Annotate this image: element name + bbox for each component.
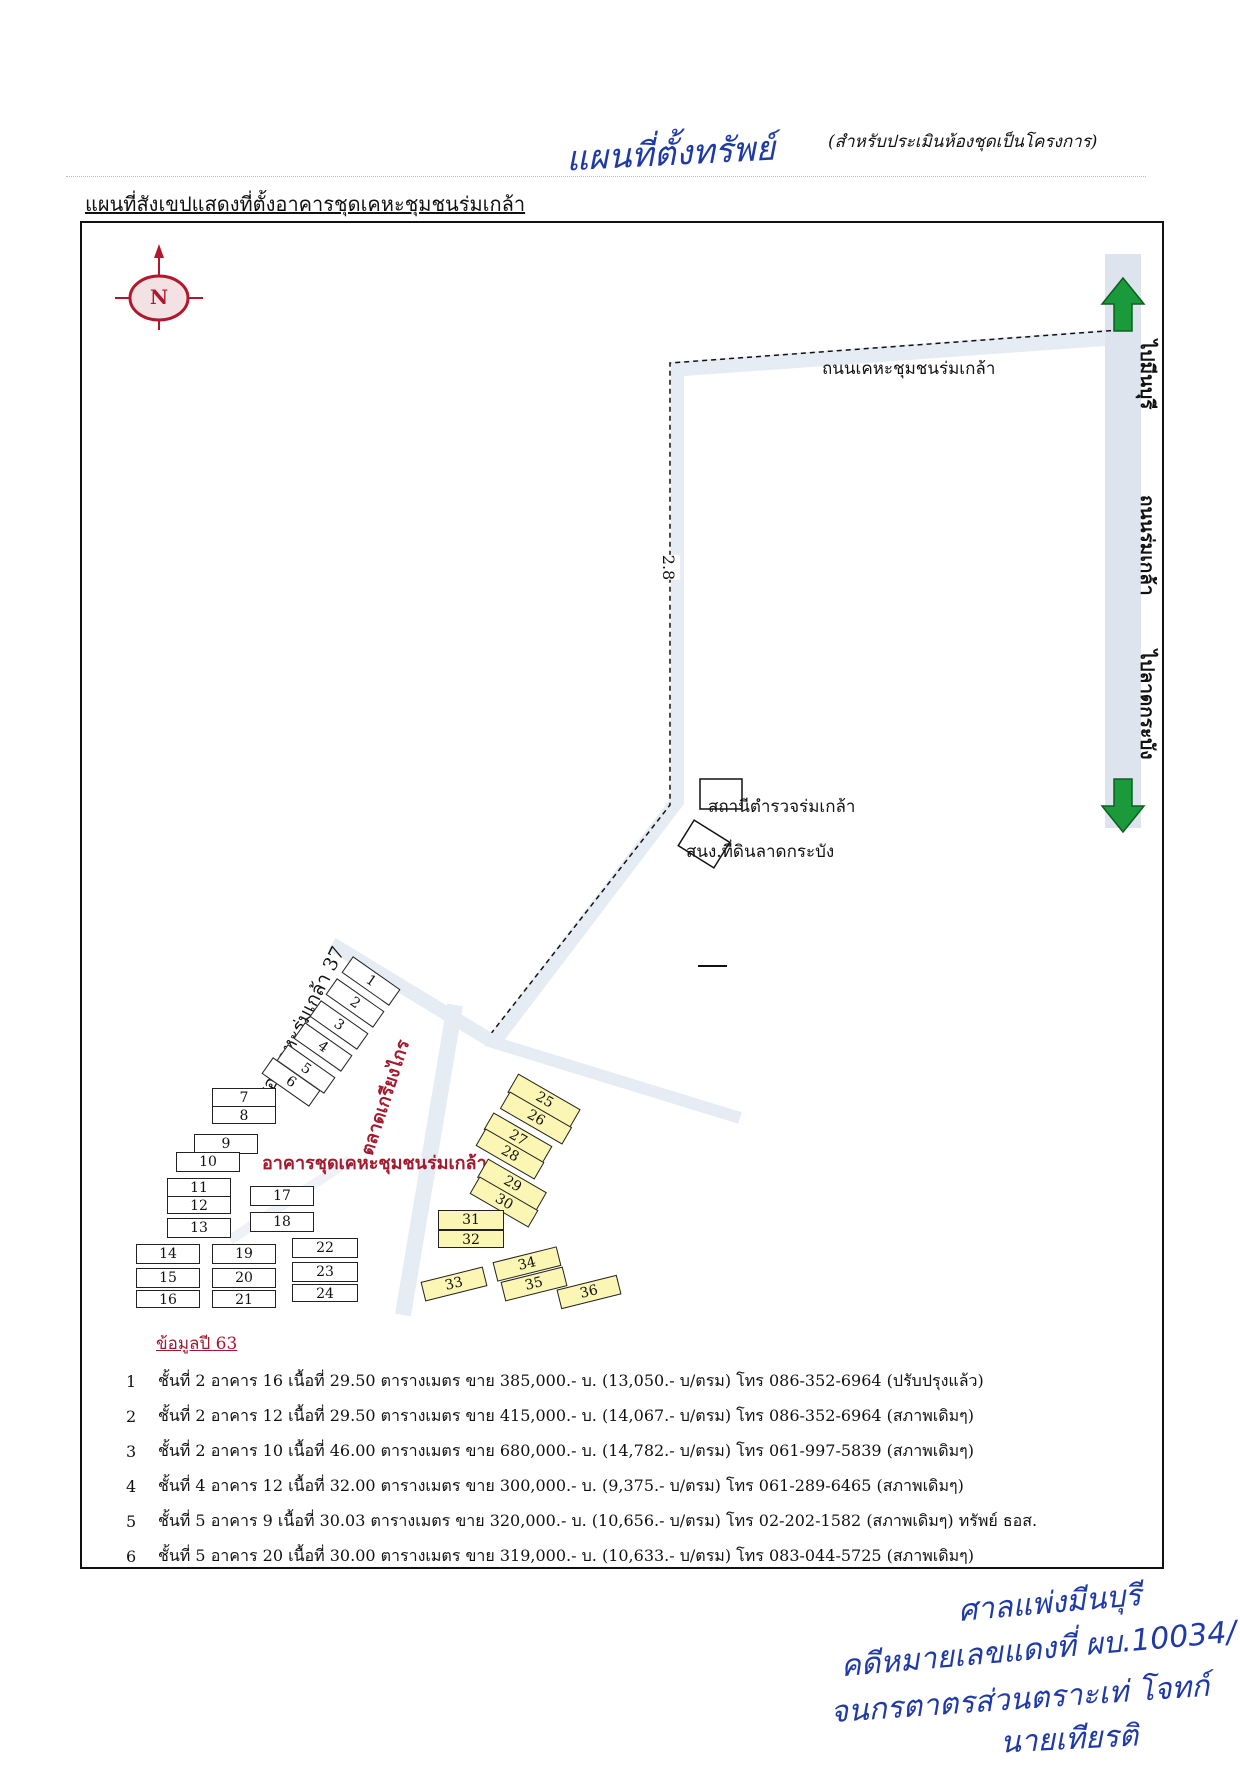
compass-letter: N (149, 285, 169, 309)
listing-number: 1 (126, 1372, 137, 1391)
building-8: 8 (212, 1106, 276, 1124)
building-10: 10 (176, 1152, 240, 1172)
building-7: 7 (212, 1088, 276, 1108)
building-32: 32 (438, 1230, 504, 1248)
listing-text: ชั้นที่ 2 อาคาร 10 เนื้อที่ 46.00 ตารางเ… (158, 1441, 974, 1460)
building-23: 23 (292, 1262, 358, 1282)
compass-icon (115, 244, 203, 330)
listing-number: 3 (126, 1442, 137, 1461)
land-office-label: สนง.ที่ดินลาดกระบัง (686, 842, 835, 862)
listing-text: ชั้นที่ 5 อาคาร 20 เนื้อที่ 30.00 ตารางเ… (158, 1546, 974, 1565)
to-minburi-label: ไปมีนบุรี (1136, 340, 1158, 410)
building-16: 16 (136, 1290, 200, 1308)
header-rule (66, 176, 1146, 177)
listing-row: 3 ชั้นที่ 2 อาคาร 10 เนื้อที่ 46.00 ตาราง… (126, 1434, 1146, 1469)
building-19: 19 (212, 1244, 276, 1264)
building-13: 13 (167, 1218, 231, 1238)
building-18: 18 (250, 1212, 314, 1232)
handwritten-note-4: นายเทียรติ (999, 1718, 1139, 1761)
to-lat-krabang-label: ไปลาดกระบัง (1136, 650, 1158, 760)
project-label: อาคารชุดเคหะชุมชนร่มเกล้า (262, 1153, 487, 1174)
listing-row: 4 ชั้นที่ 4 อาคาร 12 เนื้อที่ 32.00 ตาราง… (126, 1469, 1146, 1504)
community-road-label: ถนนเคหะชุมชนร่มเกล้า (822, 359, 996, 379)
subtitle: (สำหรับประเมินห้องชุดเป็นโครงการ) (828, 132, 1098, 152)
building-20: 20 (212, 1268, 276, 1288)
listing-text: ชั้นที่ 4 อาคาร 12 เนื้อที่ 32.00 ตารางเ… (158, 1476, 964, 1495)
listing-text: ชั้นที่ 5 อาคาร 9 เนื้อที่ 30.03 ตารางเม… (158, 1511, 1038, 1530)
building-22: 22 (292, 1238, 358, 1258)
main-road (1105, 254, 1141, 828)
building-17: 17 (250, 1186, 314, 1206)
listings-table: 1 ชั้นที่ 2 อาคาร 16 เนื้อที่ 29.50 ตาราง… (126, 1364, 1146, 1574)
map-title: แผนที่สังเขปแสดงที่ตั้งอาคารชุดเคหะชุมชน… (85, 192, 526, 216)
arrow-down-icon (1100, 778, 1146, 834)
community-road (486, 330, 1105, 1046)
main-road-label: ถนนร่มเกล้า (1136, 495, 1158, 596)
building-15: 15 (136, 1268, 200, 1288)
building-14: 14 (136, 1244, 200, 1264)
police-station-label: สถานีตำรวจร่มเกล้า (708, 797, 856, 817)
map-frame (80, 221, 1164, 1569)
listing-number: 6 (126, 1547, 137, 1566)
building-9: 9 (194, 1134, 258, 1154)
building-11: 11 (167, 1178, 231, 1198)
arrow-up-icon (1100, 276, 1146, 332)
listing-number: 5 (126, 1512, 137, 1531)
listings-heading: ข้อมูลปี 63 (156, 1334, 238, 1354)
listing-row: 1 ชั้นที่ 2 อาคาร 16 เนื้อที่ 29.50 ตาราง… (126, 1364, 1146, 1399)
building-24: 24 (292, 1284, 358, 1302)
building-21: 21 (212, 1290, 276, 1308)
boundary-dashed (485, 329, 1121, 1041)
building-31: 31 (438, 1210, 504, 1230)
listing-number: 2 (126, 1407, 137, 1426)
listing-row: 2 ชั้นที่ 2 อาคาร 12 เนื้อที่ 29.50 ตาราง… (126, 1399, 1146, 1434)
listing-text: ชั้นที่ 2 อาคาร 16 เนื้อที่ 29.50 ตารางเ… (158, 1371, 984, 1390)
listing-row: 6 ชั้นที่ 5 อาคาร 20 เนื้อที่ 30.00 ตาราง… (126, 1539, 1146, 1574)
building-12: 12 (167, 1196, 231, 1214)
listing-text: ชั้นที่ 2 อาคาร 12 เนื้อที่ 29.50 ตารางเ… (158, 1406, 974, 1425)
distance-label: 2.8 (657, 554, 681, 581)
listing-row: 5 ชั้นที่ 5 อาคาร 9 เนื้อที่ 30.03 ตารางเ… (126, 1504, 1146, 1539)
listing-number: 4 (126, 1477, 137, 1496)
